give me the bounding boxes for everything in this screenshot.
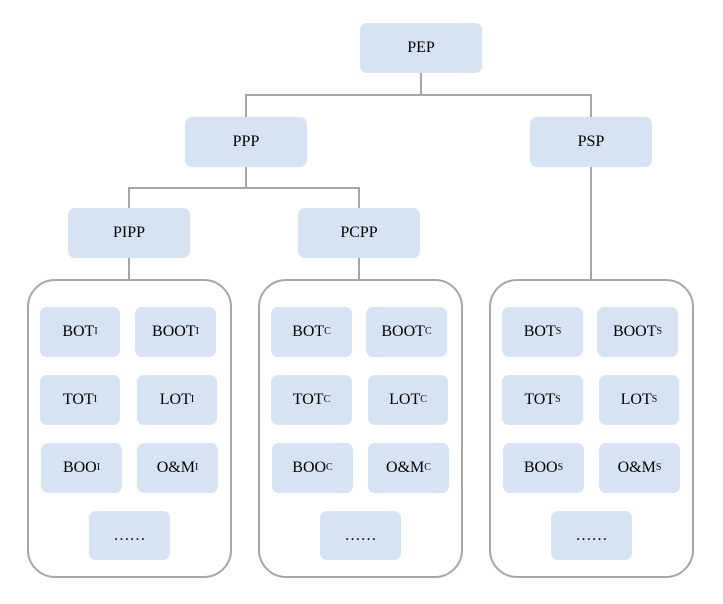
node-psp: PSP [530,117,652,167]
chip-pipp-more: …… [89,511,170,560]
node-ppp: PPP [185,117,307,167]
chip-psp-more: …… [551,511,632,560]
node-pcpp: PCPP [298,208,420,258]
connector-ppp-branch [128,187,360,209]
node-pep: PEP [360,23,482,73]
chip-pcpp-more: …… [320,511,401,560]
node-pipp: PIPP [68,208,190,258]
connector-pep-branch [245,94,592,118]
